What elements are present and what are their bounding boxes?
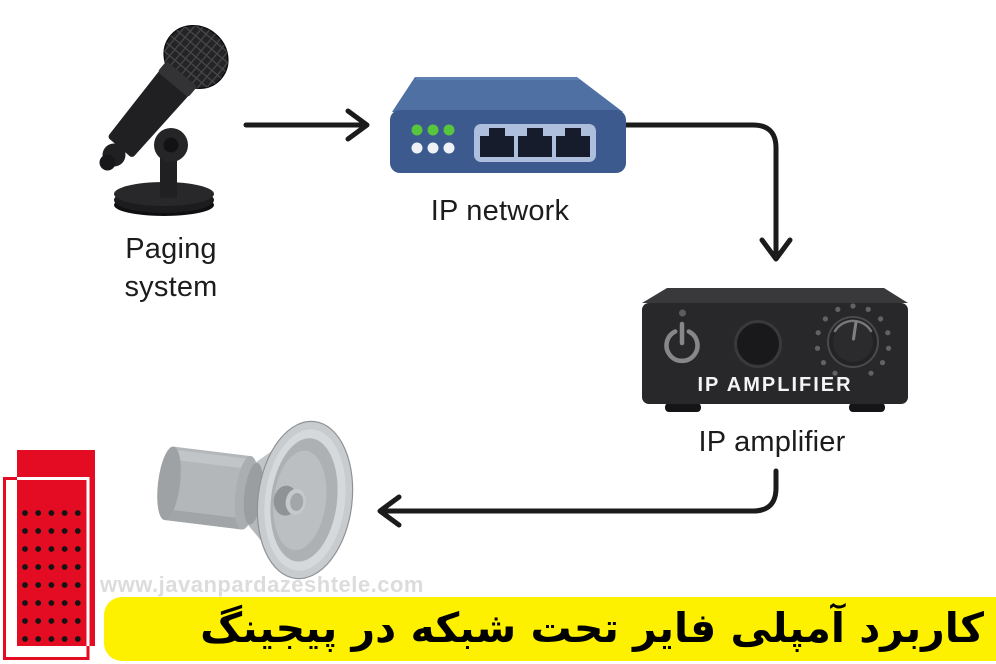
network-switch-illustration [390,77,626,173]
ethernet-ports [474,124,596,162]
flow-arrow-right [243,108,370,142]
title-banner: کاربرد آمپلی فایر تحت شبکه در پیجینگ [104,597,996,661]
horn-speaker-illustration [157,420,354,580]
amplifier-panel-text: IP AMPLIFIER [697,374,853,396]
flow-arrow-elbow-down [620,122,793,262]
decoration-dot-grid [22,510,81,642]
ip-amplifier-label: IP amplifier [698,426,846,458]
desk-microphone-illustration [99,15,238,216]
volume-knob [814,303,892,376]
power-button-icon [664,309,700,364]
ip-network-label: IP network [430,195,570,227]
banner-title-text: کاربرد آمپلی فایر تحت شبکه در پیجینگ [200,604,984,652]
input-knob [734,320,782,368]
status-led-lights [411,124,455,154]
flow-arrow-elbow-left [377,468,779,528]
watermark-text: www.javanpardazeshtele.com [100,572,424,597]
volume-tick-marks [814,303,892,376]
red-dotted-decoration [3,450,95,660]
amplifier-illustration [642,288,908,412]
paging-system-label: Paging system [124,233,218,303]
